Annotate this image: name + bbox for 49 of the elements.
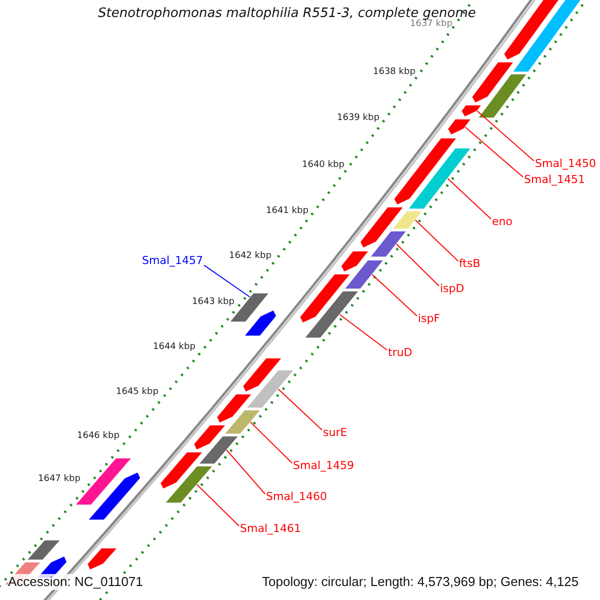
gene-label: ftsB <box>459 257 480 270</box>
gene-feature <box>447 118 472 136</box>
leader-line <box>396 244 440 286</box>
gene-label: eno <box>492 215 512 228</box>
gene-label: truD <box>388 346 412 360</box>
gene-feature <box>407 148 472 210</box>
gene-feature <box>198 436 240 464</box>
gene-label: ispD <box>440 282 464 296</box>
gene-feature <box>344 260 385 290</box>
gene-label: Smal_1461 <box>240 522 301 536</box>
gene-label: Smal_1450 <box>535 157 596 170</box>
leader-line <box>226 450 266 494</box>
title: Stenotrophomonas maltophilia R551-3, complete genome <box>98 6 476 21</box>
leader-line <box>278 388 322 430</box>
leader-line <box>464 126 524 178</box>
tick-label: 1646 kbp <box>77 431 120 442</box>
leader-line <box>196 484 240 526</box>
leader-line <box>250 422 292 464</box>
leader-line <box>372 274 418 316</box>
gene-label: ispF <box>418 312 440 326</box>
tick-label: 1641 kbp <box>266 206 308 217</box>
tick-label: 1645 kbp <box>116 387 158 398</box>
tick-label: 1638 kbp <box>373 67 416 78</box>
gene-feature <box>369 230 408 258</box>
leader-line <box>476 110 534 162</box>
footer-text: Topology: circular; Length: 4,573,969 bp; Genes: 4,125 <box>262 574 579 590</box>
gene-feature <box>245 370 295 408</box>
tick-label: 1639 kbp <box>337 113 380 124</box>
tick-label: 1642 kbp <box>229 251 272 262</box>
gene-label: surE <box>323 426 348 440</box>
tick-label: 1647 kbp <box>38 474 80 485</box>
tick-label: 1644 kbp <box>153 342 196 353</box>
tick-label: 1637 kbp <box>410 19 452 30</box>
gene-feature <box>223 410 262 434</box>
gene-feature <box>304 290 360 338</box>
footer-text: Accession: NC_011071 <box>8 574 143 590</box>
leader-line <box>204 264 250 298</box>
gene-feature <box>164 466 214 504</box>
gene-label: Smal_1459 <box>293 459 354 472</box>
leader-line <box>339 314 388 350</box>
gene-label: Smal_1460 <box>266 490 327 504</box>
leader-line <box>447 178 492 220</box>
leader-line <box>414 220 458 262</box>
gene-label: Smal_1457 <box>142 254 203 268</box>
gene-feature <box>460 104 482 118</box>
gene-feature <box>391 210 424 230</box>
gene-label: Smal_1451 <box>524 173 585 186</box>
tick-label: 1643 kbp <box>192 297 234 308</box>
tick-label: 1640 kbp <box>302 160 344 171</box>
